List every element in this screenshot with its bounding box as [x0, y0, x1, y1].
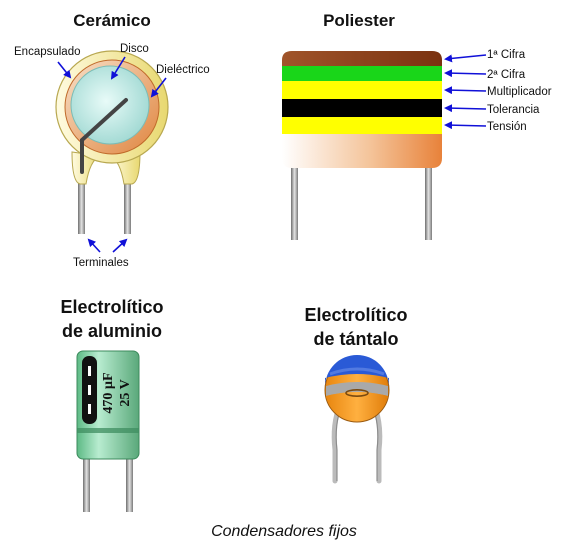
tantalum-title-line1: Electrolítico	[304, 305, 407, 325]
arrow-band-1	[444, 54, 487, 63]
tantalum-title-line2: de tántalo	[313, 329, 398, 349]
polyester-band-2	[282, 66, 442, 81]
label-encapsulated: Encapsulado	[14, 46, 81, 58]
polyester-title: Poliester	[323, 11, 395, 30]
minus-mark-3	[88, 404, 91, 414]
polyester-body-bottom	[282, 134, 442, 168]
arrow-band-5	[444, 121, 487, 130]
tantalum-cap-highlight	[329, 367, 385, 376]
band-label-5: Tensión	[444, 121, 527, 133]
minus-mark-1	[88, 366, 91, 376]
voltage-marking: 25 V	[118, 379, 133, 406]
band-label-3: Multiplicador	[444, 86, 552, 98]
polyester-capacitor: Poliester 1ª Cifra 2ª Cifra Multiplicado…	[282, 11, 552, 240]
band-label-4: Tolerancia	[444, 104, 540, 116]
ceramic-leg-left	[78, 172, 85, 234]
band-label-2: 2ª Cifra	[444, 69, 526, 81]
arrow-terminal-left	[87, 238, 101, 253]
arrow-terminal-right	[112, 238, 128, 253]
arrow-encapsulated	[57, 61, 72, 79]
polyester-leg-right	[425, 160, 432, 240]
polyester-band-3	[282, 81, 442, 99]
capacitance-marking: 470 µF	[101, 372, 116, 413]
ceramic-title: Cerámico	[73, 11, 150, 30]
ceramic-leg-right	[124, 172, 131, 234]
polyester-leg-left	[291, 160, 298, 240]
label-dielectric: Dieléctrico	[156, 64, 210, 76]
band-label-text-5: Tensión	[487, 121, 527, 133]
arrow-band-2	[444, 69, 487, 78]
ceramic-inner-wire	[80, 98, 128, 174]
band-label-text-2: 2ª Cifra	[487, 69, 526, 81]
arrow-dielectric	[150, 77, 167, 98]
arrow-disk	[110, 56, 126, 80]
tantalum-lower-body	[326, 392, 388, 422]
arrow-band-3	[444, 86, 487, 95]
electrolytic-tantalum-capacitor: Electrolítico de tántalo	[304, 305, 408, 484]
label-terminals: Terminales	[73, 257, 129, 269]
aluminum-crimp	[77, 428, 139, 433]
band-label-text-1: 1ª Cifra	[487, 49, 526, 61]
aluminum-leg-right	[126, 458, 133, 512]
aluminum-title-line1: Electrolítico	[60, 297, 163, 317]
arrow-band-4	[444, 104, 487, 113]
aluminum-leg-left	[83, 458, 90, 512]
band-label-text-4: Tolerancia	[487, 104, 540, 116]
tantalum-polarity-cap	[325, 355, 389, 387]
polyester-band-4	[282, 99, 442, 117]
band-label-1: 1ª Cifra	[444, 49, 526, 63]
label-disk: Disco	[120, 43, 149, 55]
band-label-text-3: Multiplicador	[487, 86, 552, 98]
minus-mark-2	[88, 385, 91, 395]
ceramic-capacitor: Cerámico Encapsulado Disco Dieléctrico T…	[14, 11, 210, 269]
ceramic-disk	[70, 65, 150, 145]
tantalum-inner-wire	[345, 388, 369, 397]
polyester-band-1	[282, 51, 442, 66]
aluminum-title-line2: de aluminio	[62, 321, 162, 341]
electrolytic-aluminum-capacitor: Electrolítico de aluminio 470 µF 25 V	[60, 297, 164, 512]
polyester-band-5	[282, 117, 442, 134]
figure-caption: Condensadores fijos	[211, 523, 357, 540]
